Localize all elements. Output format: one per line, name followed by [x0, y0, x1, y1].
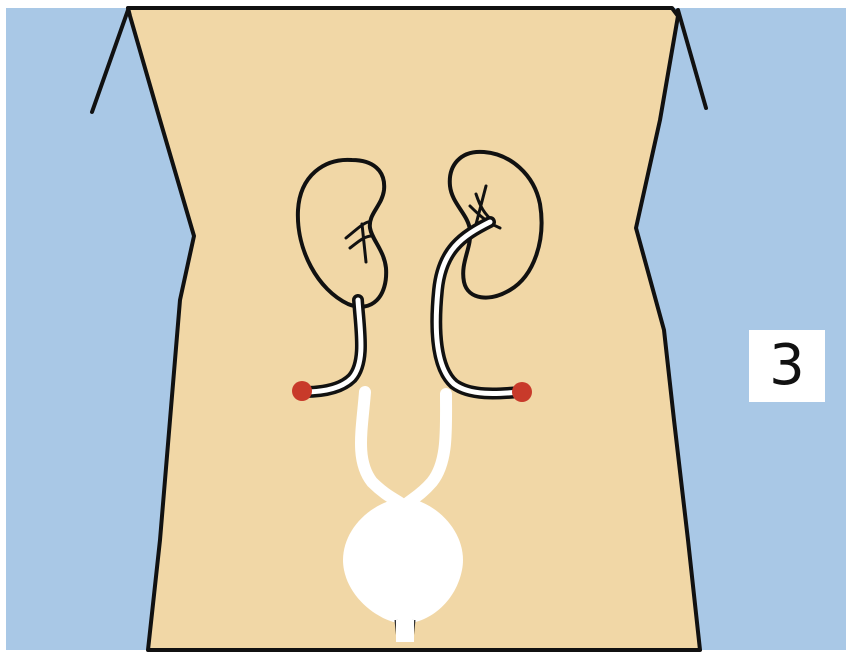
left-marker-dot: [292, 381, 312, 401]
step-number-label: 3: [769, 338, 805, 394]
right-marker-dot: [512, 382, 532, 402]
urethra-fill: [396, 620, 414, 642]
step-number-badge: 3: [749, 330, 825, 402]
